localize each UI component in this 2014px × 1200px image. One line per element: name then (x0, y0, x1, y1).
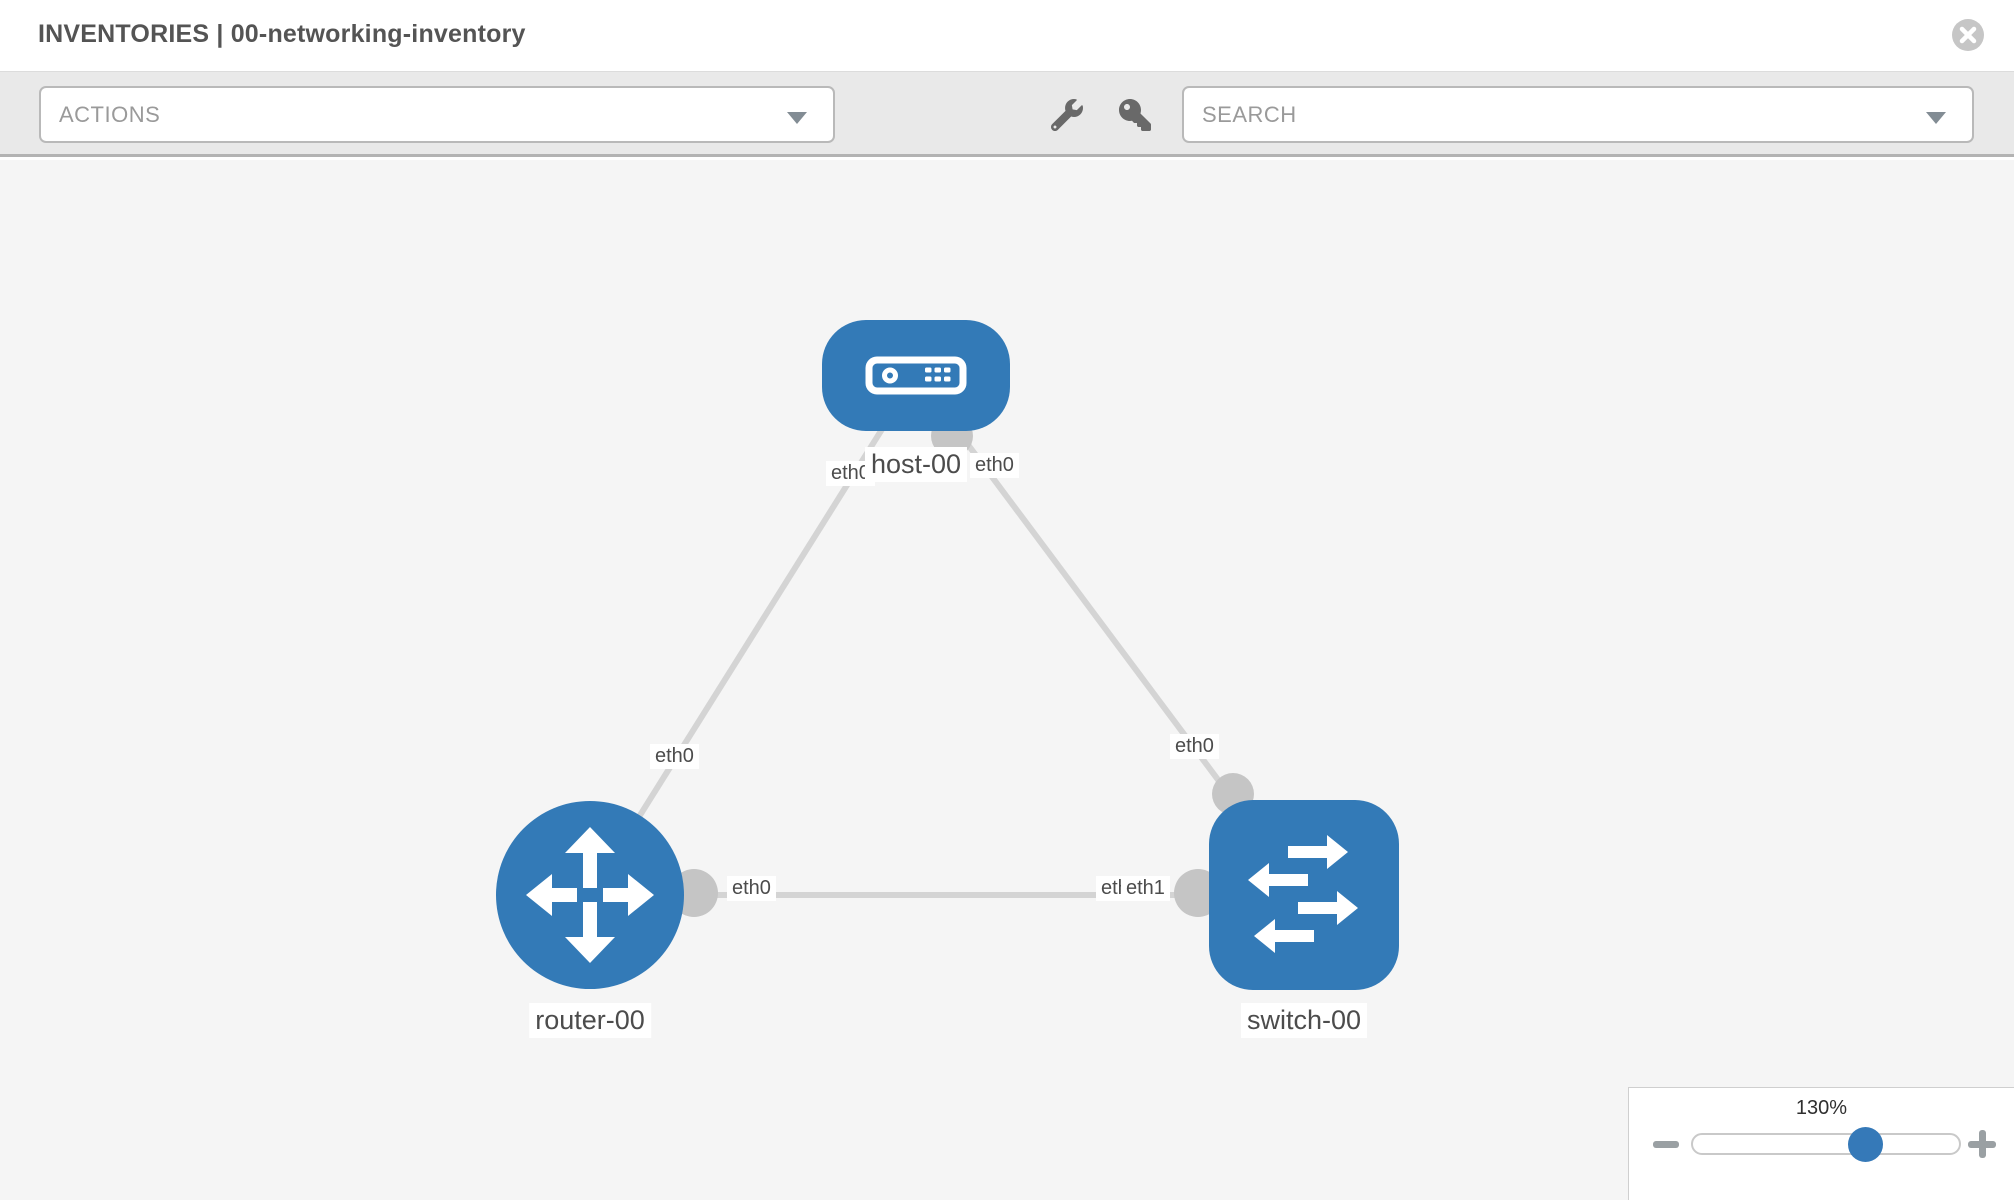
node-host-00[interactable] (822, 320, 1010, 431)
search-dropdown-label: SEARCH (1202, 101, 1297, 127)
page-title: INVENTORIES | 00-networking-inventory (38, 20, 526, 48)
topology-canvas[interactable]: host-00 router-00 switch-00 eth0 eth0 et… (0, 160, 2014, 1200)
node-switch-00[interactable] (1209, 800, 1399, 990)
interface-label-router-eth0-uplink: eth0 (650, 744, 699, 769)
zoom-level: 130% (1795, 1097, 1848, 1119)
host-icon (865, 356, 967, 395)
close-icon (1959, 26, 1977, 44)
actions-dropdown-label: ACTIONS (59, 101, 161, 127)
wrench-icon (1050, 99, 1083, 132)
topology-svg (496, 320, 1399, 990)
ports-layer (670, 415, 1254, 917)
node-label-router-00: router-00 (529, 1003, 651, 1039)
credentials-button[interactable] (1119, 99, 1151, 131)
plus-icon-vertical (1979, 1130, 1986, 1158)
node-label-switch-00: switch-00 (1240, 1003, 1368, 1039)
zoom-slider-track[interactable] (1691, 1127, 1961, 1162)
node-label-host-00: host-00 (864, 447, 968, 483)
interface-label-switch-eth1: eth1 (1121, 876, 1170, 901)
node-router-00[interactable] (496, 801, 684, 989)
actions-dropdown[interactable]: ACTIONS (39, 86, 835, 143)
minus-icon (1653, 1141, 1679, 1148)
interface-label-router-eth0: eth0 (727, 876, 776, 901)
header-bar: INVENTORIES | 00-networking-inventory (0, 0, 2014, 72)
key-icon (1119, 99, 1151, 131)
router-icon (526, 827, 654, 963)
switch-icon (1248, 835, 1358, 953)
toolbar: ACTIONS SEARCH (0, 72, 2014, 157)
interface-label-host-eth0-right: eth0 (970, 453, 1019, 478)
zoom-slider-thumb[interactable] (1848, 1127, 1883, 1162)
chevron-down-icon (1926, 112, 1946, 124)
search-dropdown[interactable]: SEARCH (1182, 86, 1974, 143)
zoom-in-button[interactable] (1968, 1130, 1996, 1158)
interface-label-switch-eth0: eth0 (1170, 734, 1219, 759)
zoom-control-panel: 130% (1628, 1087, 2014, 1200)
chevron-down-icon (787, 112, 807, 124)
configure-tools-button[interactable] (1050, 99, 1083, 132)
close-button[interactable] (1952, 19, 1984, 51)
zoom-out-button[interactable] (1653, 1130, 1679, 1158)
